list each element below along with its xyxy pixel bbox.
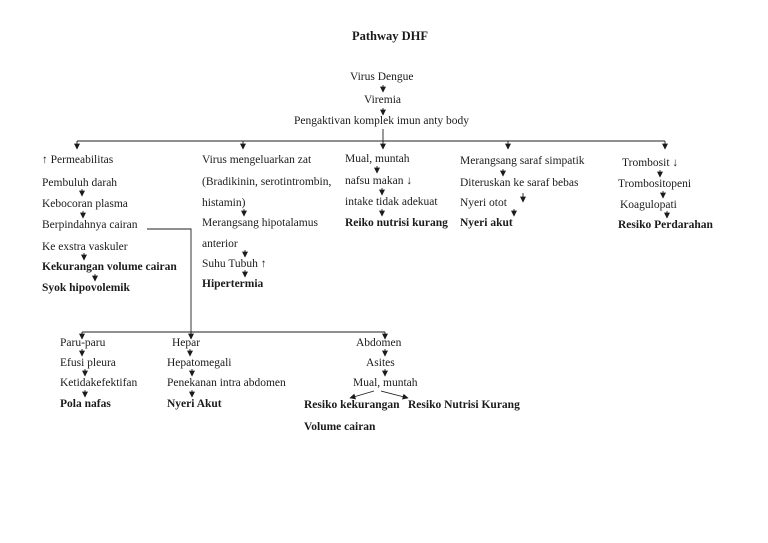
connector-line bbox=[147, 228, 192, 332]
node-mual-muntah-2: Mual, muntah bbox=[353, 377, 418, 389]
node-diteruskan-ke-saraf-bebas: Diteruskan ke saraf bebas bbox=[460, 177, 579, 189]
node-berpindahnya-cairan: Berpindahnya cairan bbox=[42, 219, 138, 231]
node-permeabilitas: ↑ Permeabilitas bbox=[42, 154, 114, 166]
node-histamin: histamin) bbox=[202, 197, 246, 209]
arrow-down-right-icon bbox=[380, 390, 409, 400]
node-dx-volume-cairan: Volume cairan bbox=[304, 421, 376, 433]
node-intake-tidak-adekuat: intake tidak adekuat bbox=[345, 196, 438, 208]
node-asites: Asites bbox=[366, 357, 395, 369]
node-dx-nyeri-akut: Nyeri akut bbox=[460, 217, 513, 229]
node-merangsang-saraf-simpatik: Merangsang saraf simpatik bbox=[460, 155, 585, 167]
node-trombositopeni: Trombositopeni bbox=[618, 178, 692, 190]
node-bradikinin-serotintrombin: (Bradikinin, serotintrombin, bbox=[202, 176, 332, 188]
node-virus-dengue: Virus Dengue bbox=[350, 71, 414, 83]
node-viremia: Viremia bbox=[364, 94, 401, 106]
node-dx-resiko-nutrisi-kurang: Reiko nutrisi kurang bbox=[345, 217, 448, 229]
node-dx-kekurangan-volume-cairan: Kekurangan volume cairan bbox=[42, 261, 177, 273]
node-dx-hipertermia: Hipertermia bbox=[202, 278, 264, 290]
node-hepatomegali: Hepatomegali bbox=[167, 357, 232, 369]
node-dx-syok-hipovolemik: Syok hipovolemik bbox=[42, 282, 130, 294]
node-dx-nyeri-akut-hepar: Nyeri Akut bbox=[167, 398, 222, 410]
node-koagulopati: Koagulopati bbox=[620, 199, 677, 211]
node-dx-resiko-kekurangan: Resiko kekurangan bbox=[304, 399, 400, 411]
node-abdomen: Abdomen bbox=[356, 337, 402, 349]
node-virus-mengeluarkan-zat: Virus mengeluarkan zat bbox=[202, 154, 312, 166]
node-trombosit: Trombosit ↓ bbox=[622, 157, 679, 169]
node-nyeri-otot: Nyeri otot bbox=[460, 197, 507, 209]
node-suhu-tubuh: Suhu Tubuh ↑ bbox=[202, 258, 267, 270]
page-title: Pathway DHF bbox=[352, 29, 429, 43]
node-efusi-pleura: Efusi pleura bbox=[60, 357, 116, 369]
node-nafsu-makan: nafsu makan ↓ bbox=[345, 175, 413, 187]
node-ke-exstra-vaskuler: Ke exstra vaskuler bbox=[42, 241, 128, 253]
node-kebocoran-plasma: Kebocoran plasma bbox=[42, 198, 128, 210]
node-ketidakefektifan: Ketidakefektifan bbox=[60, 377, 138, 389]
arrow-down-left-icon bbox=[349, 390, 375, 400]
node-paru-paru: Paru-paru bbox=[60, 337, 106, 349]
node-hepar: Hepar bbox=[172, 337, 201, 349]
node-dx-resiko-perdarahan: Resiko Perdarahan bbox=[618, 219, 713, 231]
node-pengaktivan-komplek: Pengaktivan komplek imun anty body bbox=[294, 115, 470, 127]
node-pembuluh-darah: Pembuluh darah bbox=[42, 177, 118, 189]
node-dx-resiko-nutrisi-kurang-2: Resiko Nutrisi Kurang bbox=[408, 399, 520, 411]
node-penekanan-intra-abdomen: Penekanan intra abdomen bbox=[167, 377, 286, 389]
node-anterior: anterior bbox=[202, 238, 238, 250]
node-merangsang-hipotalamus: Merangsang hipotalamus bbox=[202, 217, 318, 229]
node-mual-muntah: Mual, muntah bbox=[345, 153, 410, 165]
node-dx-pola-nafas: Pola nafas bbox=[60, 398, 111, 410]
